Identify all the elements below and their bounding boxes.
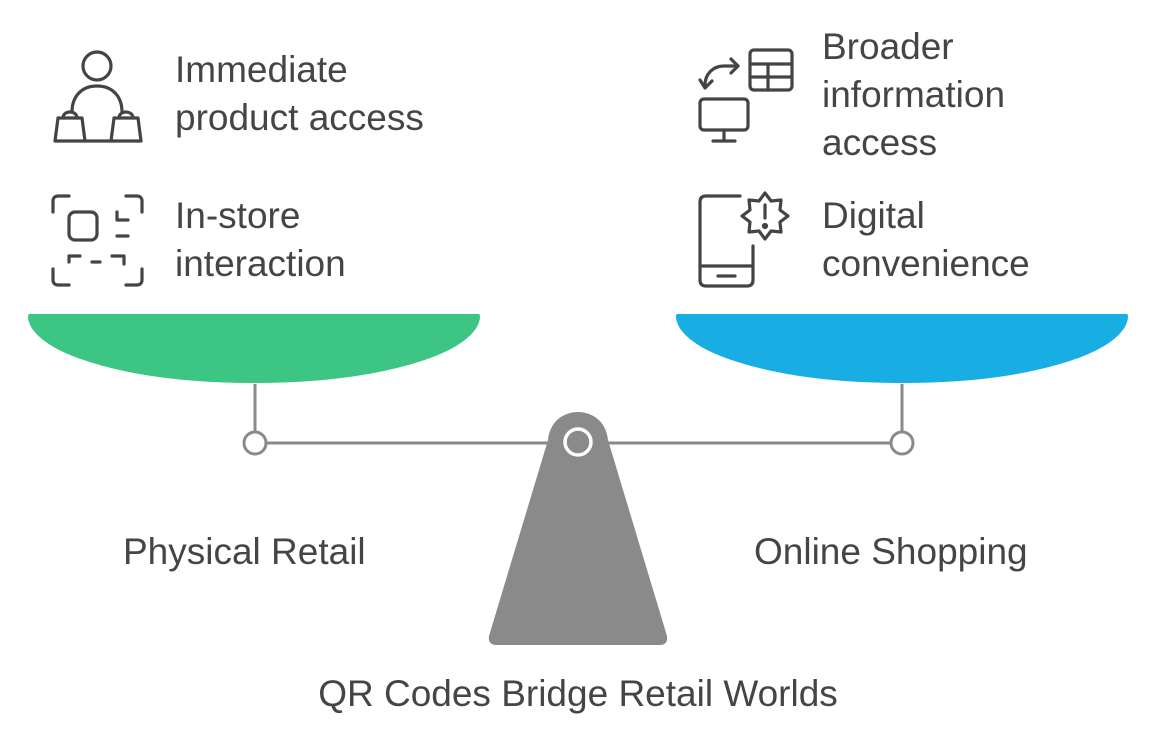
item-line: Broader bbox=[822, 26, 954, 67]
monitor-table-sync-icon bbox=[698, 48, 794, 143]
item-line: access bbox=[822, 122, 938, 163]
fulcrum bbox=[488, 412, 668, 645]
phone-alert-icon bbox=[698, 191, 790, 288]
fulcrum-pivot-ring bbox=[563, 427, 593, 457]
item-line: information bbox=[822, 74, 1006, 115]
item-line: interaction bbox=[175, 243, 346, 284]
item-line: Immediate bbox=[175, 49, 348, 90]
item-line: convenience bbox=[822, 243, 1030, 284]
item-immediate-product-access: Immediate product access bbox=[175, 46, 424, 142]
item-line: In-store bbox=[175, 195, 301, 236]
diagram-caption: QR Codes Bridge Retail Worlds bbox=[318, 673, 838, 714]
item-in-store-interaction: In-store interaction bbox=[175, 192, 346, 288]
right-side-label: Online Shopping bbox=[754, 531, 1028, 572]
item-digital-convenience: Digital convenience bbox=[822, 192, 1030, 288]
right-pan bbox=[676, 314, 1128, 383]
shopper-with-bags-icon bbox=[53, 50, 143, 143]
scan-frame-icon bbox=[51, 194, 144, 287]
item-line: Digital bbox=[822, 195, 925, 236]
right-pivot-ring bbox=[889, 430, 915, 456]
left-pan bbox=[28, 314, 480, 383]
left-side-label: Physical Retail bbox=[123, 531, 366, 572]
left-pivot-ring bbox=[242, 430, 268, 456]
item-broader-information-access: Broader information access bbox=[822, 23, 1005, 167]
item-line: product access bbox=[175, 97, 424, 138]
